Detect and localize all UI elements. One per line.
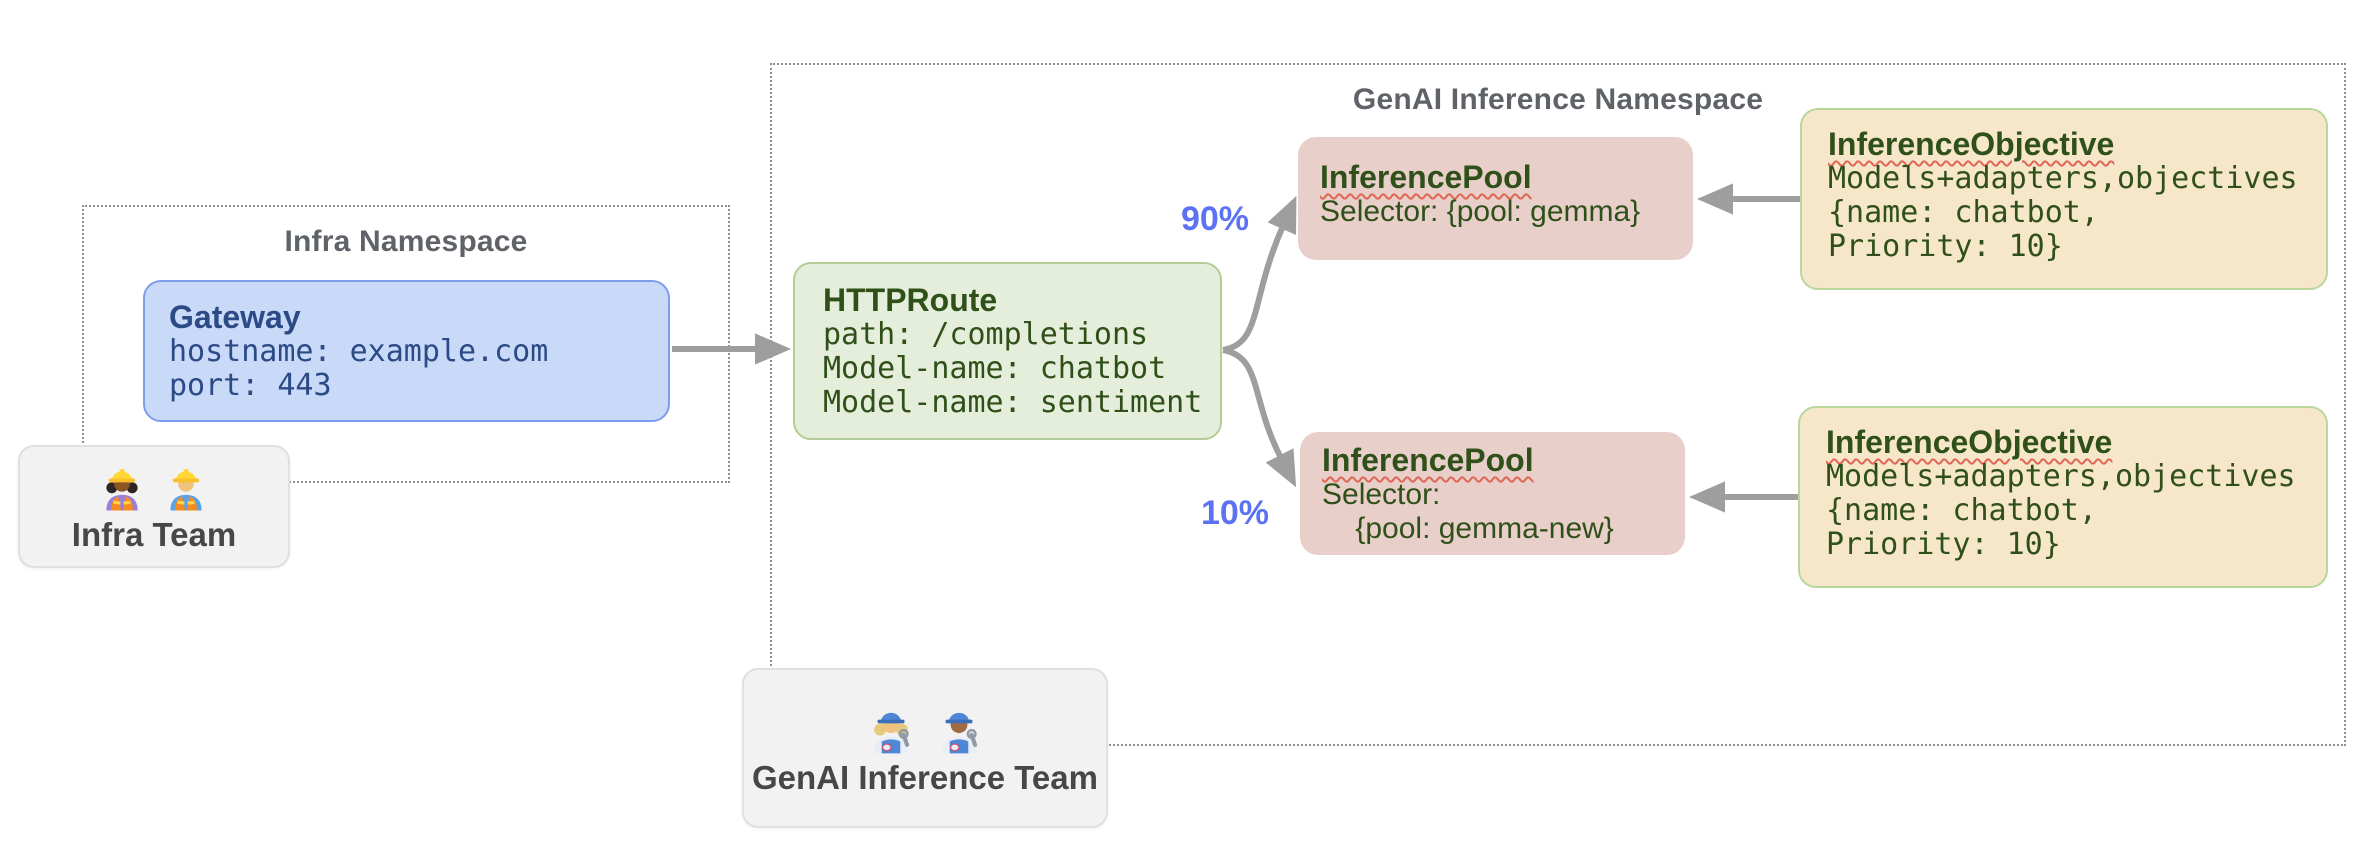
genai-namespace-box: GenAI Inference Namespace	[770, 63, 2346, 746]
inference-objective-2-node: InferenceObjective Models+adapters,objec…	[1798, 406, 2328, 588]
inference-pool-title: InferencePool	[1322, 442, 1663, 478]
infra-team-label: Infra Team	[71, 515, 237, 553]
inference-pool-title-text: InferencePool	[1320, 159, 1532, 195]
inference-pool-title-text: InferencePool	[1322, 442, 1534, 478]
gateway-hostname-line: hostname: example.com	[169, 334, 549, 369]
objective-priority-line: Priority: 10}	[1828, 229, 2063, 264]
genai-team-icons	[864, 701, 986, 755]
inference-pool-gemma-node: InferencePool Selector: {pool: gemma}	[1298, 137, 1693, 260]
inference-pool-gemma-new-node: InferencePool Selector: {pool: gemma-new…	[1300, 432, 1685, 555]
split-90-arrow	[1222, 195, 1297, 353]
woman-construction-worker-icon	[106, 468, 138, 510]
inference-objective-title: InferenceObjective	[1826, 424, 2300, 460]
man-construction-worker-icon	[170, 468, 202, 510]
genai-team-card: GenAI Inference Team	[742, 668, 1108, 828]
objective-priority-line: Priority: 10}	[1826, 527, 2061, 562]
httproute-model-chatbot-line: Model-name: chatbot	[823, 351, 1167, 386]
inference-pool-selector-line: Selector: {pool: gemma}	[1320, 195, 1641, 228]
infra-team-icons	[97, 462, 211, 512]
httproute-model-sentiment-line: Model-name: sentiment	[823, 385, 1203, 420]
infra-namespace-title: Infra Namespace	[284, 225, 528, 258]
gateway-port-line: port: 443	[169, 368, 332, 403]
infra-team-card: Infra Team	[18, 445, 290, 568]
gateway-title: Gateway	[169, 299, 301, 335]
traffic-split-90-label: 90%	[1180, 200, 1250, 238]
inference-objective-title: InferenceObjective	[1828, 126, 2300, 162]
objective-name-line: {name: chatbot,	[1826, 493, 2097, 528]
inference-objective-title-text: InferenceObjective	[1826, 424, 2113, 460]
split-10-arrow	[1222, 347, 1297, 488]
infra-namespace-box: Infra Namespace	[82, 205, 730, 483]
genai-namespace-title: GenAI Inference Namespace	[1352, 83, 1764, 116]
httproute-node: HTTPRoute path: /completions Model-name:…	[793, 262, 1222, 440]
traffic-split-10-label: 10%	[1200, 494, 1270, 532]
objective-models-line: Models+adapters,objectives	[1828, 161, 2298, 196]
httproute-path-line: path: /completions	[823, 317, 1149, 352]
objective-models-line: Models+adapters,objectives	[1826, 459, 2296, 494]
httproute-title: HTTPRoute	[823, 282, 998, 318]
inference-pool-selector-value-line: {pool: gemma-new}	[1322, 512, 1614, 545]
inference-objective-1-node: InferenceObjective Models+adapters,objec…	[1800, 108, 2328, 290]
inference-objective-title-text: InferenceObjective	[1828, 126, 2115, 162]
inference-pool-title: InferencePool	[1320, 159, 1671, 195]
inference-pool-selector-line: Selector:	[1322, 478, 1441, 511]
woman-mechanic-icon	[874, 712, 910, 754]
objective-name-line: {name: chatbot,	[1828, 195, 2099, 230]
genai-team-label: GenAI Inference Team	[751, 759, 1098, 796]
man-mechanic-icon	[942, 712, 978, 754]
gateway-node: Gateway hostname: example.com port: 443	[143, 280, 670, 422]
